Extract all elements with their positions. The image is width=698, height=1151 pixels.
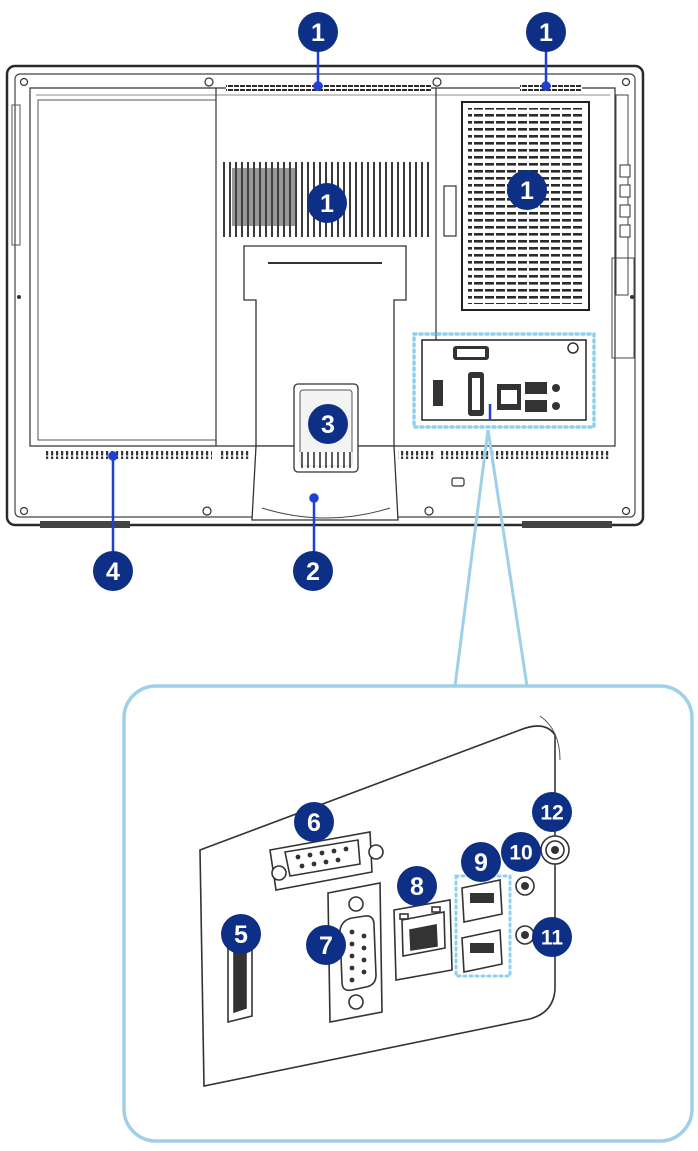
callout-circle [294, 802, 334, 842]
callout-lan-port: 8 [397, 866, 437, 906]
callout-circle [298, 12, 338, 52]
callout-hdmi-port: 5 [221, 914, 261, 954]
leader-lines [108, 40, 551, 562]
callout-circle [501, 832, 541, 872]
io-highlight-frame [412, 332, 596, 429]
callout-vesa-cover: 3 [308, 404, 348, 444]
callout-stand: 2 [293, 551, 333, 591]
callout-number: 1 [320, 190, 334, 218]
callout-number: 3 [321, 411, 335, 439]
io-panel-small [421, 339, 587, 421]
callout-number: 7 [319, 932, 333, 960]
callout-vga-port: 6 [294, 802, 334, 842]
callout-number: 1 [311, 19, 325, 47]
chassis [5, 64, 645, 528]
callout-serial-port: 7 [306, 925, 346, 965]
callout-vent-rear-center: 1 [307, 183, 347, 223]
callout-circle [307, 183, 347, 223]
callout-vent-top-left: 1 [298, 12, 338, 52]
callout-number: 6 [307, 809, 321, 837]
callout-number: 2 [306, 558, 320, 586]
callout-number: 12 [540, 802, 563, 825]
callout-number: 8 [410, 873, 424, 901]
callout-circle [293, 551, 333, 591]
callout-audio-out: 10 [501, 832, 541, 872]
callout-number: 4 [106, 558, 120, 586]
callout-circle [308, 404, 348, 444]
callout-number: 10 [509, 842, 532, 865]
io-panel-zoomed [227, 831, 570, 1024]
callout-circle [221, 914, 261, 954]
callout-number: 1 [520, 177, 534, 205]
callout-antenna-connector: 12 [532, 792, 572, 832]
zoom-lines [453, 429, 529, 687]
callout-circle [507, 170, 547, 210]
callout-circle [93, 551, 133, 591]
callout-audio-in: 11 [532, 917, 572, 957]
callout-circle [461, 842, 501, 882]
callout-vent-top-right: 1 [526, 12, 566, 52]
callout-circle [397, 866, 437, 906]
callout-number: 9 [474, 849, 488, 877]
callout-usb-ports: 9 [461, 842, 501, 882]
callout-vent-bottom: 4 [93, 551, 133, 591]
callout-circle [526, 12, 566, 52]
callout-circle [532, 917, 572, 957]
callout-vent-rear-right: 1 [507, 170, 547, 210]
callout-number: 1 [539, 19, 553, 47]
callout-number: 5 [234, 921, 248, 949]
callout-number: 11 [541, 927, 564, 950]
callout-circle [532, 792, 572, 832]
callout-circle [306, 925, 346, 965]
